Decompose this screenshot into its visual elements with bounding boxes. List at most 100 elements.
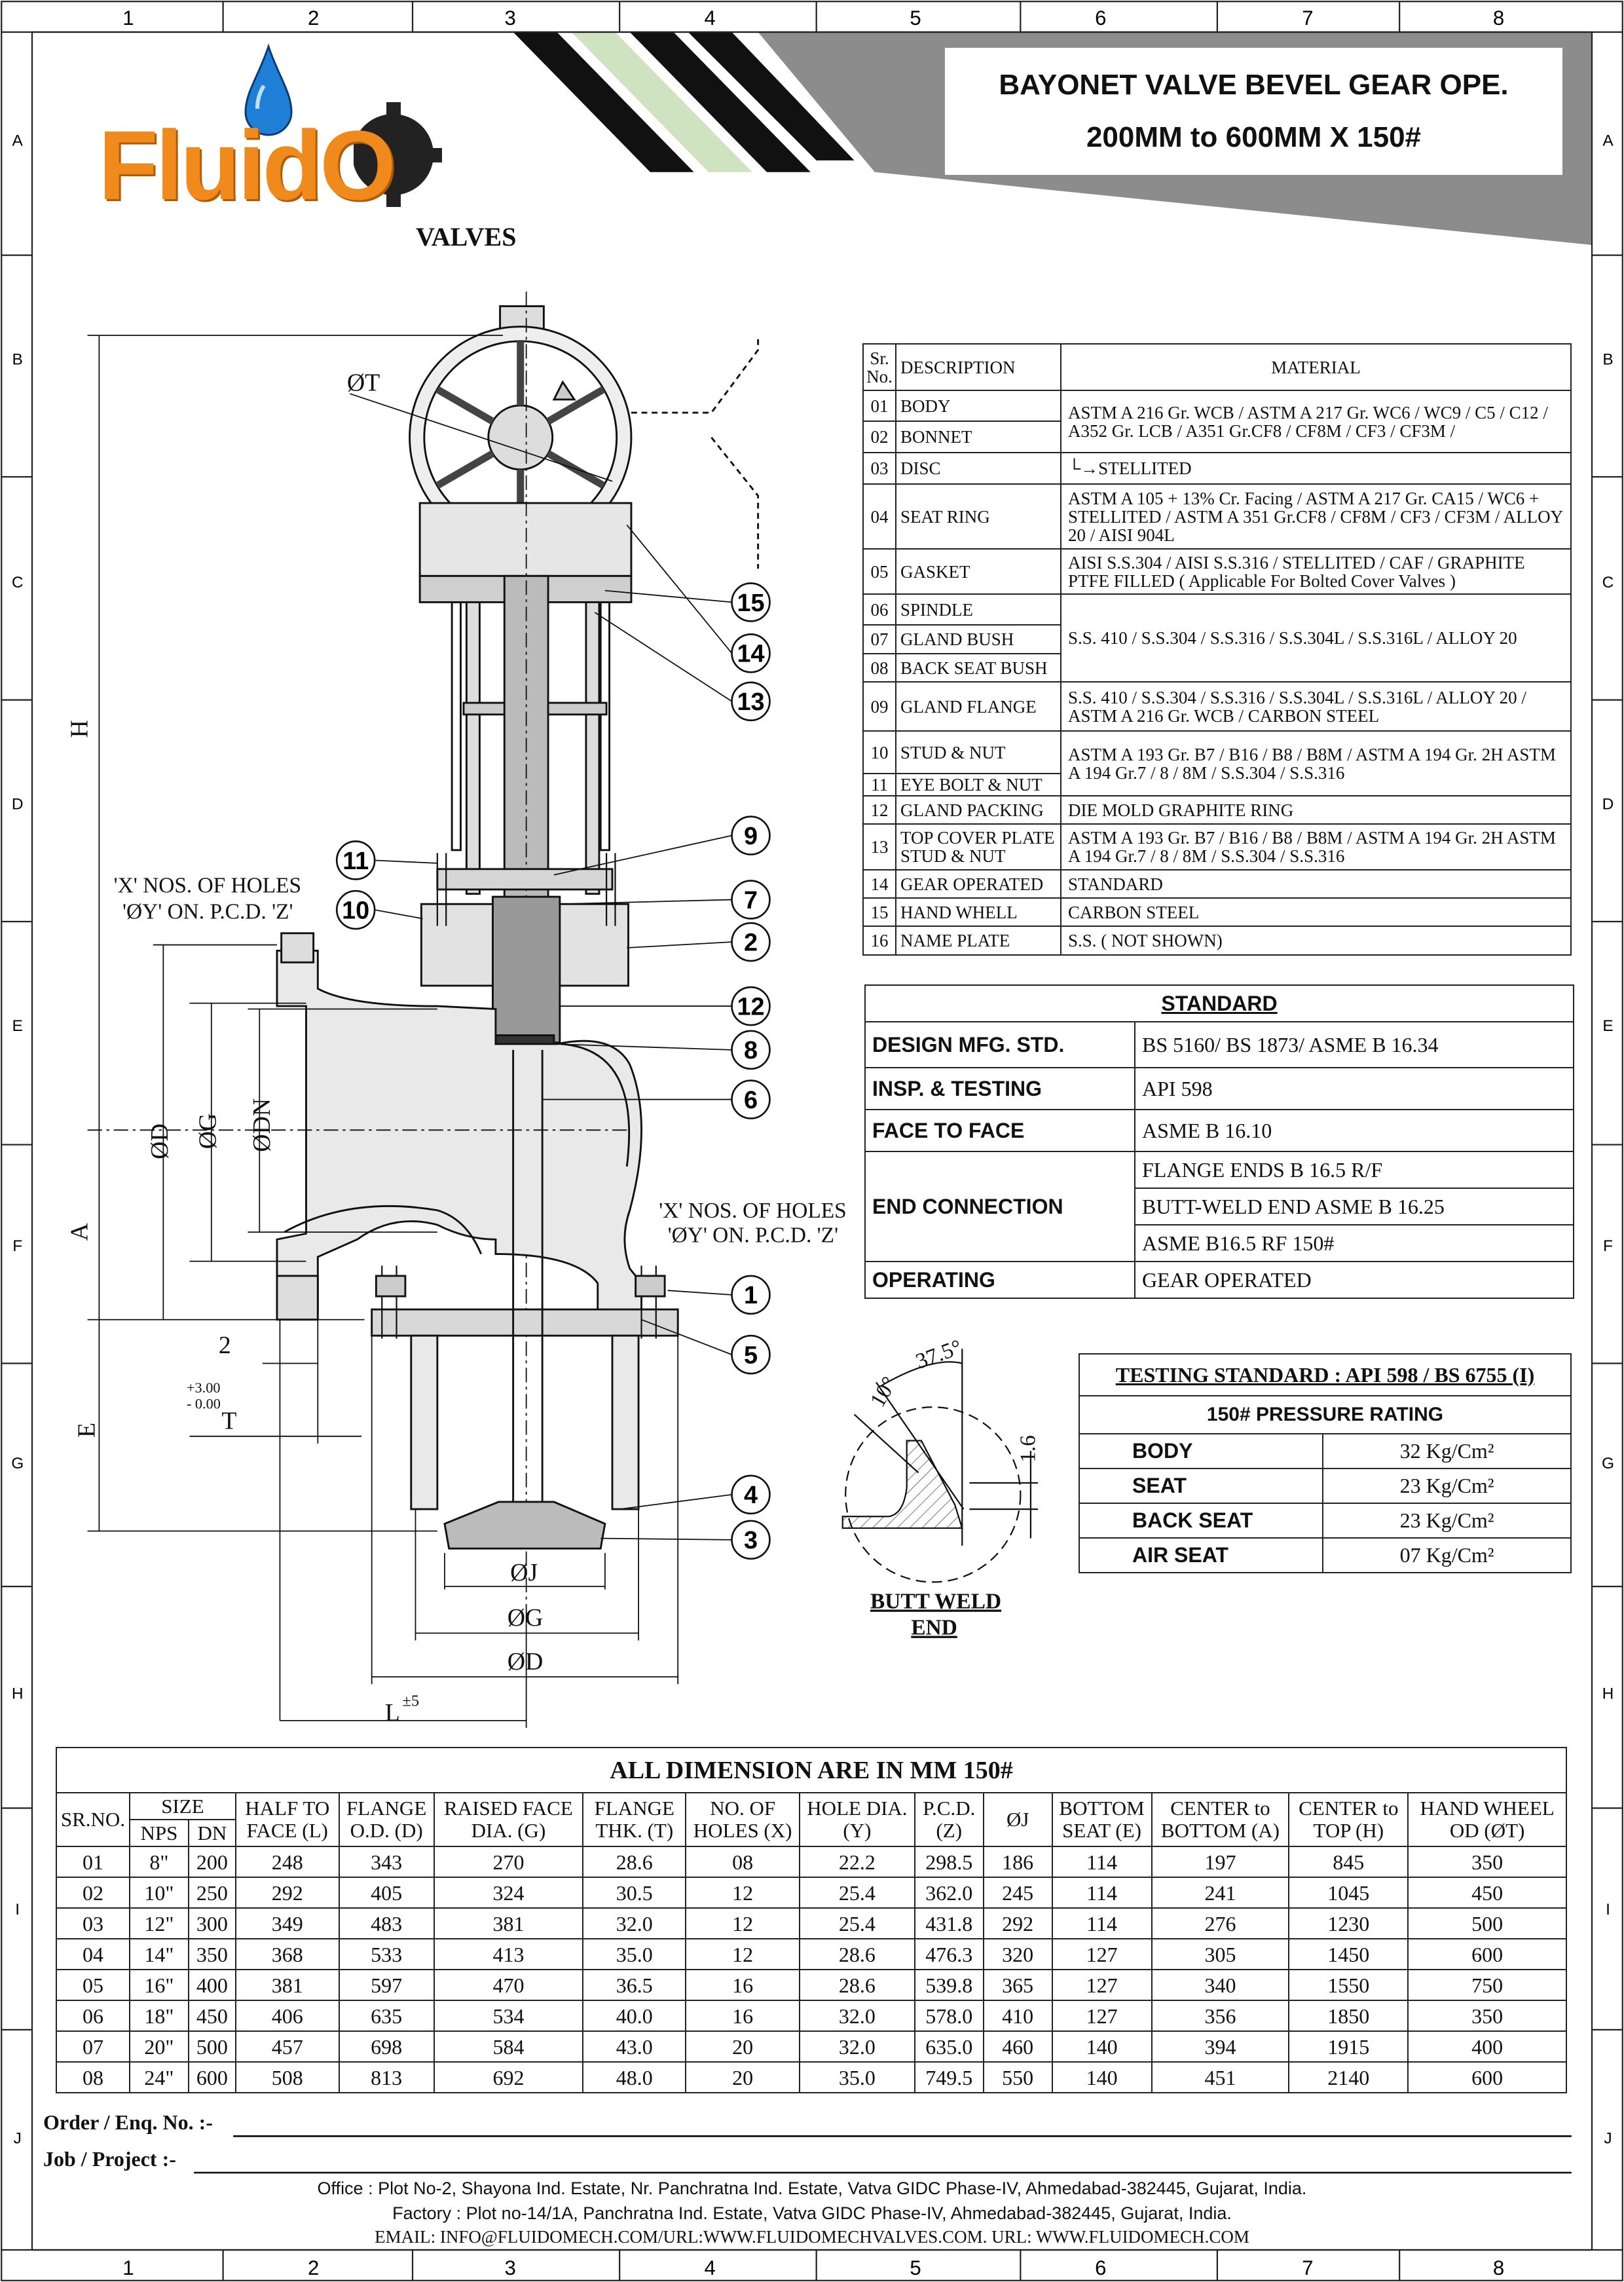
part-balloon bbox=[731, 1474, 771, 1515]
dimension-cell: 460 bbox=[982, 2030, 1053, 2063]
dim-header-col: CENTER to BOTTOM (A) bbox=[1151, 1792, 1290, 1847]
dim-label-two: 2 bbox=[219, 1332, 231, 1359]
leader-line bbox=[641, 1319, 732, 1355]
leader-line bbox=[559, 899, 732, 905]
mat-gland-packing: DIE MOLD GRAPHITE RING bbox=[1060, 795, 1572, 825]
std-label: FACE TO FACE bbox=[864, 1109, 1135, 1152]
dimension-cell: 698 bbox=[338, 2030, 435, 2063]
grid-row-label: D bbox=[12, 796, 24, 814]
dimension-cell: 450 bbox=[187, 2000, 236, 2032]
part-balloon-number: 1 bbox=[744, 1282, 758, 1309]
dimension-lines bbox=[87, 335, 679, 1729]
dimension-cell: 1450 bbox=[1288, 1938, 1409, 1970]
mat-sr: 05 bbox=[862, 548, 896, 595]
dimension-cell: 03 bbox=[56, 1907, 130, 1939]
std-value: FLANGE ENDS B 16.5 R/F bbox=[1134, 1151, 1574, 1189]
dim-header-col: CENTER to TOP (H) bbox=[1288, 1792, 1409, 1847]
dimension-cell: 36.5 bbox=[582, 1969, 687, 2001]
test-value: 07 Kg/Cm² bbox=[1322, 1537, 1572, 1573]
dimension-cell: 40.0 bbox=[582, 2000, 687, 2032]
butt-weld-label-2: END bbox=[911, 1616, 957, 1640]
dimension-cell: 114 bbox=[1051, 1846, 1153, 1878]
pressure-rating-heading: 150# PRESSURE RATING bbox=[1079, 1395, 1572, 1434]
dimension-cell: 22.2 bbox=[799, 1846, 915, 1878]
dimension-cell: 12 bbox=[685, 1877, 801, 1909]
order-enquiry-field[interactable] bbox=[236, 2104, 1572, 2130]
grid-row-label: I bbox=[1606, 1901, 1610, 1918]
logo-brand-text: FluidO bbox=[98, 110, 396, 220]
dim-label-D: ØD bbox=[146, 1123, 174, 1159]
grid-row-label: B bbox=[12, 351, 23, 369]
dimension-cell: 1915 bbox=[1288, 2030, 1409, 2063]
standard-table: STANDARD DESIGN MFG. STD.BS 5160/ BS 187… bbox=[864, 984, 1574, 1299]
mat-sr: 01 bbox=[862, 390, 896, 422]
grid-row-label: F bbox=[12, 1237, 22, 1255]
dimension-cell: 500 bbox=[187, 2030, 236, 2063]
mat-desc: BACK SEAT BUSH bbox=[895, 653, 1061, 683]
dimension-cell: 350 bbox=[1407, 2000, 1567, 2032]
testing-table: TESTING STANDARD : API 598 / BS 6755 (I)… bbox=[1079, 1353, 1572, 1573]
grid-column-label: 8 bbox=[1493, 2256, 1504, 2279]
dimension-cell: 692 bbox=[433, 2061, 584, 2093]
valve-body bbox=[276, 950, 642, 1314]
grid-column-label: 3 bbox=[505, 7, 516, 29]
part-balloon bbox=[731, 1275, 771, 1315]
dimension-cell: 356 bbox=[1151, 2000, 1290, 2032]
grid-column-label: 6 bbox=[1095, 7, 1106, 29]
mat-sr: 04 bbox=[862, 483, 896, 550]
header-stripes bbox=[513, 31, 855, 172]
grid-column-label: 2 bbox=[308, 7, 319, 29]
job-project-field[interactable] bbox=[196, 2141, 1572, 2167]
butt-weld-angle-37: 37.5° bbox=[913, 1335, 965, 1374]
part-balloon-number: 5 bbox=[744, 1341, 758, 1369]
dim-label-DN: ØDN bbox=[248, 1098, 276, 1152]
grid-row-label: H bbox=[12, 1685, 24, 1703]
handwheel bbox=[409, 305, 633, 550]
valve-drawing bbox=[87, 291, 760, 1729]
mat-sr: 16 bbox=[862, 926, 896, 956]
dimension-cell: 28.6 bbox=[799, 1969, 915, 2001]
dimension-cell: 362.0 bbox=[913, 1877, 984, 1909]
dimension-cell: 241 bbox=[1151, 1877, 1290, 1909]
dim-header-col: BOTTOM SEAT (E) bbox=[1051, 1792, 1153, 1847]
mat-desc: EYE BOLT & NUT bbox=[895, 773, 1061, 796]
std-label: OPERATING bbox=[864, 1261, 1135, 1299]
mat-header-material: MATERIAL bbox=[1060, 343, 1572, 391]
dimension-cell: 248 bbox=[234, 1846, 340, 1878]
valve-disc bbox=[443, 1501, 606, 1550]
part-balloon bbox=[731, 1030, 771, 1070]
grid-row-label: E bbox=[12, 1017, 23, 1035]
dimension-cell: 05 bbox=[56, 1969, 130, 2001]
mat-sr: 06 bbox=[862, 593, 896, 626]
mat-desc: TOP COVER PLATE STUD & NUT bbox=[895, 823, 1061, 870]
hole-note-right-2: 'ØY' ON. P.C.D. 'Z' bbox=[668, 1224, 838, 1248]
std-label: DESIGN MFG. STD. bbox=[864, 1021, 1135, 1068]
dimension-cell: 483 bbox=[338, 1907, 435, 1939]
dim-label-L-tol: ±5 bbox=[402, 1693, 419, 1710]
dimension-cell: 12 bbox=[685, 1938, 801, 1970]
dimension-cell: 270 bbox=[433, 1846, 584, 1878]
dimension-cell: 25.4 bbox=[799, 1877, 915, 1909]
dimension-cell: 16 bbox=[685, 1969, 801, 2001]
part-balloon-number: 6 bbox=[744, 1087, 758, 1114]
dimension-cell: 140 bbox=[1051, 2030, 1153, 2063]
leader-line bbox=[600, 1537, 732, 1541]
drawing-labels: ØT H A ØD ØG ØDN E 2 +3.00 - 0.00 T ØJ Ø… bbox=[66, 369, 847, 1727]
test-label: BACK SEAT bbox=[1079, 1503, 1323, 1539]
footer-contact: EMAIL: INFO@FLUIDOMECH.COM/URL:WWW.FLUID… bbox=[375, 2227, 1249, 2247]
dimension-cell: 381 bbox=[433, 1907, 584, 1939]
mat-desc: BONNET bbox=[895, 421, 1061, 453]
dim-label-E: E bbox=[73, 1423, 101, 1438]
grid-column-label: 7 bbox=[1302, 7, 1313, 29]
dimension-cell: 197 bbox=[1151, 1846, 1290, 1878]
fluido-logo: FluidO VALVES bbox=[92, 43, 516, 259]
mat-desc: HAND WHELL bbox=[895, 897, 1061, 927]
dimension-cell: 381 bbox=[234, 1969, 340, 2001]
dim-header-col: P.C.D. (Z) bbox=[913, 1792, 984, 1847]
dimension-cell: 200 bbox=[187, 1846, 236, 1878]
part-balloon-number: 9 bbox=[744, 823, 758, 850]
std-value: API 598 bbox=[1134, 1067, 1574, 1110]
dimension-cell: 245 bbox=[982, 1877, 1053, 1909]
